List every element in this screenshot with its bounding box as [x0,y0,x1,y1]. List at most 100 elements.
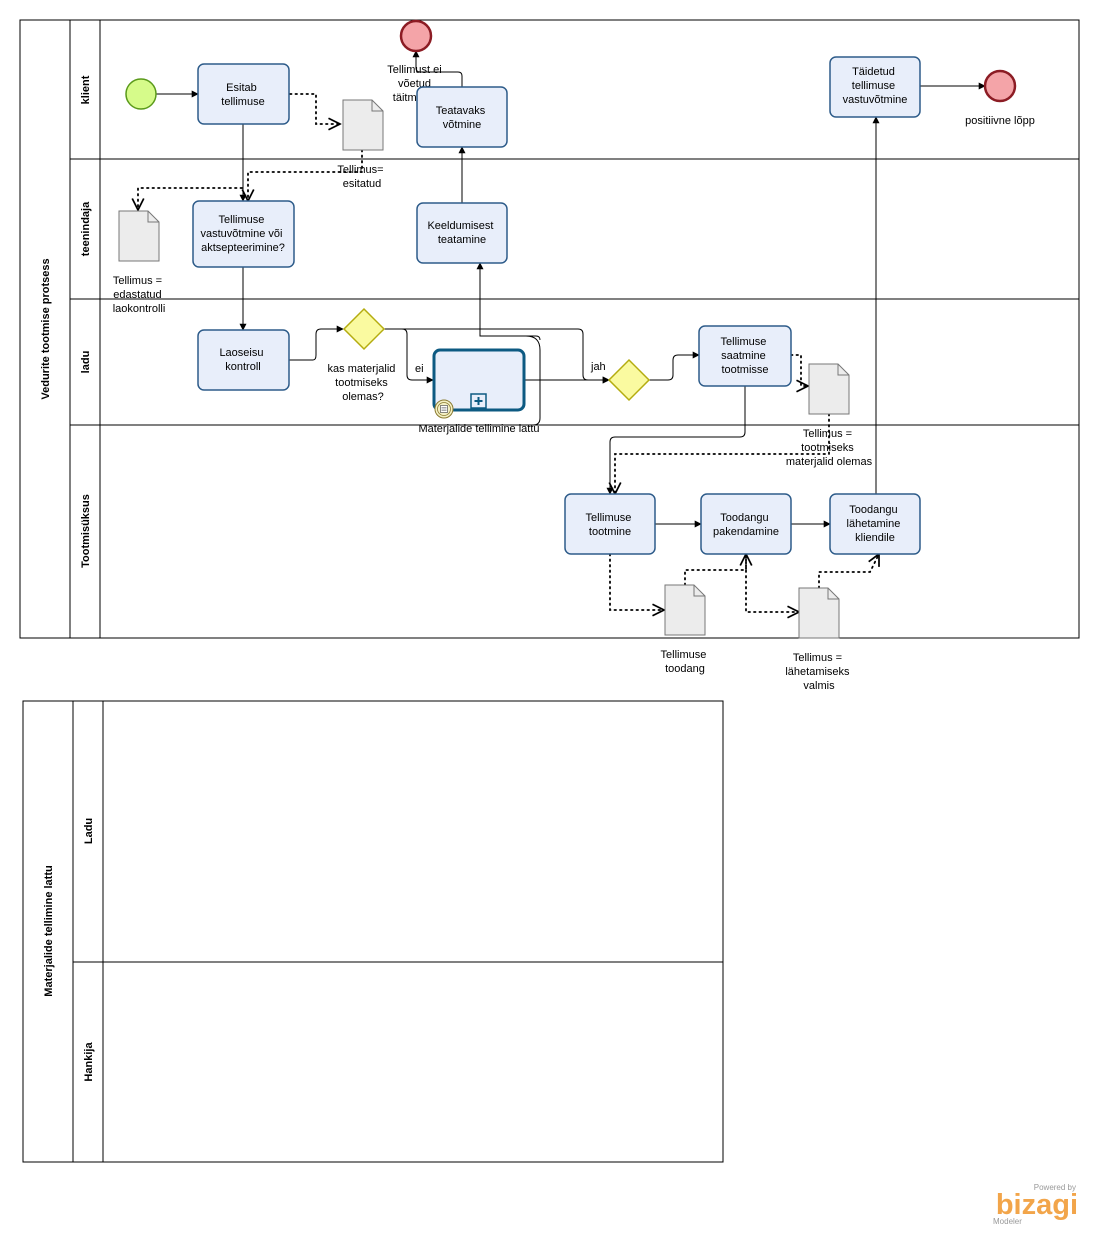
doc-label: valmis [803,680,835,692]
data-objects: Tellimus= esitatud Tellimus = edastatud … [113,99,873,692]
subprocess-label: Materjalide tellimine lattu [418,423,539,435]
svg-text:Laoseisu kontroll: Laoseisu kontroll [219,347,266,373]
task-teatavaks-votmine[interactable]: Teatavaks võtmine [416,86,508,148]
task-label: Keeldumisest [427,220,493,232]
task-label: Teatavaks [436,105,486,117]
events: Tellimust ei võetud täitmisele positiivn… [125,19,1035,127]
svg-text:Tellimus = tootmiseks: Tellimus = tootmiseks materjalid olemas [786,428,873,468]
flow-loop-right [520,335,541,426]
task-label: Toodangu [720,512,768,524]
gateway-label: tootmiseks [335,377,388,389]
doc-label: esitatud [343,178,382,190]
svg-text:Tellimus = edastatud: Tellimus = edastatud laokontrolli [113,275,166,315]
powered-by-text: Powered by [1034,1183,1076,1192]
svg-text:Tellimuse tootmine: Tellimuse tootmine [586,512,635,538]
doc-label: Tellimus = [793,652,842,664]
svg-text:Tellimuse vastuvõtmine: Tellimuse vastuvõtmine või aktsepteerimi… [201,214,286,254]
assoc-saatmine-to-doc-olemas [790,354,808,386]
task-label: aktsepteerimine? [201,242,285,254]
svg-text:Keeldumisest teatamine: Keeldumisest teatamine [427,220,496,246]
pool-title: Vedurite tootmise protsess [40,258,52,399]
plus-icon [474,397,483,405]
assoc-vastuvotmine-to-doc-edastatud [138,187,243,210]
task-label: Tellimuse [721,336,767,348]
task-label: Laoseisu [219,347,263,359]
lane-label-teenindaja: teenindaja [80,201,92,256]
doc-label: Tellimus = [113,275,162,287]
task-toodangu-lahetamine[interactable]: Toodangu lähetamine kliendile [829,493,921,555]
doc-tootmiseks-materjalid-olemas[interactable]: Tellimus = tootmiseks materjalid olemas [786,363,873,468]
lane-label-hankija: Hankija [83,1042,95,1082]
assoc-esitab-doc [289,93,340,124]
flow-gateway-to-saatmine [649,351,700,381]
task-label: kontroll [225,361,260,373]
doc-label: Tellimuse [661,649,707,661]
task-label: teatamine [438,234,486,246]
flow-loop-to-keeldumisest [476,262,541,341]
svg-text:Toodangu lähetamine: Toodangu lähetamine kliendile [847,504,904,544]
svg-text:Tellimus = lähetamisek: Tellimus = lähetamiseks valmis [785,652,852,692]
task-keeldumisest-teatamine[interactable]: Keeldumisest teatamine [416,202,508,264]
doc-lahetamiseks-valmis[interactable]: Tellimus = lähetamiseks valmis [785,587,852,692]
task-label: Täidetud [852,66,895,78]
task-label: vastuvõtmine [843,94,908,106]
gateways: kas materjalid tootmiseks olemas? ei jah [328,307,651,403]
pool-title: Materjalide tellimine lattu [43,865,55,996]
start-event [125,78,157,110]
task-tellimuse-tootmine[interactable]: Tellimuse tootmine [564,493,656,555]
task-label: saatmine [721,350,766,362]
flow-gateway-to-keeldumisest [384,328,610,384]
doc-label: lähetamiseks [785,666,850,678]
assoc-doc-esitatud-to-vastuvotmine [248,149,363,201]
task-label: tellimuse [221,96,264,108]
task-label: kliendile [855,532,895,544]
tasks: Esitab tellimuse Teatavaks võtmine Täide… [192,56,921,555]
doc-tellimuse-toodang[interactable]: Tellimuse toodang [661,584,710,675]
assoc-tootmine-to-doc-toodang [609,553,664,610]
bizagi-logo: Powered by bizagi Modeler [993,1183,1078,1226]
task-tellimuse-saatmine[interactable]: Tellimuse saatmine tootmisse [698,325,792,387]
svg-text:Tellimus= esitatud: Tellimus= esitatud [337,164,386,190]
assoc-doc-valmis-to-lahetamine [818,554,880,589]
task-label: Toodangu [849,504,897,516]
doc-tellimus-edastatud[interactable]: Tellimus = edastatud laokontrolli [113,210,166,315]
task-label: lähetamine [847,518,901,530]
task-taidetud-tellimuse[interactable]: Täidetud tellimuse vastuvõtmine [829,56,921,118]
lane-label-ladu: Ladu [83,818,95,844]
task-esitab-tellimuse[interactable]: Esitab tellimuse [197,63,290,125]
doc-label: laokontrolli [113,303,166,315]
negative-end-event [399,19,433,53]
positive-end-event [983,69,1017,103]
doc-label: toodang [665,663,705,675]
flow-saatmine-to-tootmine [606,386,746,495]
negative-end-label: Tellimust ei [387,64,441,76]
task-laoseisu-kontroll[interactable]: Laoseisu kontroll [197,329,290,391]
task-label: Tellimuse [586,512,632,524]
subprocess-materjalide-tellimine[interactable]: Materjalide tellimine lattu [418,348,540,435]
svg-text:Toodangu pakendamine: Toodangu pakendamine [713,512,779,538]
flow-laoseisu-to-gateway [289,325,344,361]
gateway-label: kas materjalid [328,363,396,375]
task-label: tellimuse [852,80,895,92]
sequence-flows [156,50,986,528]
task-label: tootmisse [721,364,768,376]
doc-label: edastatud [113,289,161,301]
pool-materjalid: Materjalide tellimine lattu Ladu Hankija [22,700,724,1163]
flow-teatavaks-to-negative-end [412,50,463,87]
task-label: vastuvõtmine või [201,228,283,240]
doc-label: tootmiseks [801,442,854,454]
gateway-label: olemas? [342,391,384,403]
assoc-doc-olemas-to-tootmine [615,413,830,494]
positive-end-label: positiivne lõpp [965,115,1035,127]
task-label: Esitab [226,82,257,94]
doc-tellimus-esitatud[interactable]: Tellimus= esitatud [337,99,386,190]
lane-label-klient: klient [80,75,92,104]
doc-label: materjalid olemas [786,456,873,468]
assoc-doc-toodang-to-pakendamine [684,554,746,586]
task-tellimuse-vastuvotmine[interactable]: Tellimuse vastuvõtmine või aktsepteerimi… [192,200,295,268]
svg-text:Tellimuse saatmine: Tellimuse saatmine tootmisse [721,336,770,376]
task-toodangu-pakendamine[interactable]: Toodangu pakendamine [700,493,792,555]
doc-label: Tellimus = [803,428,852,440]
svg-text:kas materjalid tootmisek: kas materjalid tootmiseks olemas? [328,363,399,403]
